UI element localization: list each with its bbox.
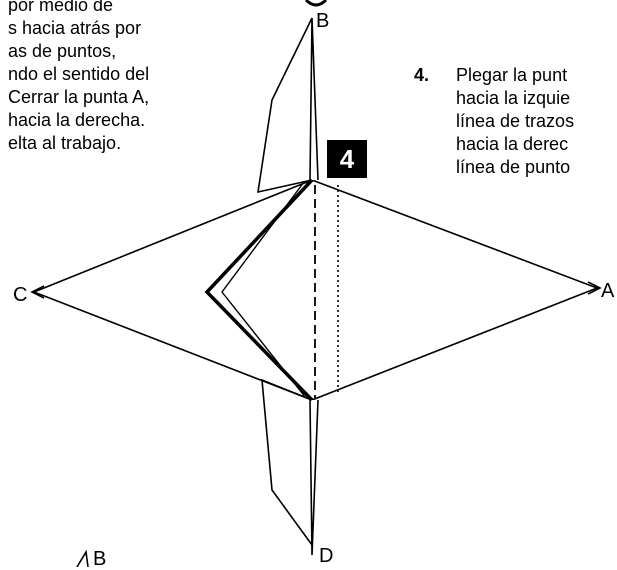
- text-line: por medio de: [8, 0, 114, 15]
- inner-fold-edge: [221, 181, 307, 399]
- step-number: 4.: [414, 65, 430, 85]
- next-step-mark: [76, 549, 89, 567]
- text-line: Plegar la punt: [456, 65, 568, 85]
- text-line: línea de punto: [456, 157, 571, 177]
- spike-bottom: [309, 399, 319, 556]
- instruction-text-left: por medio de s hacia atrás por as de pun…: [8, 0, 149, 155]
- spike-top: [309, 17, 319, 181]
- arrow-head-remnant: [304, 0, 328, 7]
- point-label-d: D: [319, 545, 334, 567]
- arrow-tip-c: [30, 285, 45, 299]
- text-line: hacia la izquie: [456, 88, 571, 108]
- point-label-a: A: [601, 280, 615, 302]
- point-label-c: C: [13, 284, 28, 306]
- back-flap-lower: [261, 378, 313, 546]
- text-line: hacia la derecha.: [8, 110, 146, 130]
- point-label-b: B: [316, 10, 330, 32]
- text-line: hacia la derec: [456, 134, 569, 154]
- instruction-text-right: Plegar la punt hacia la izquie línea de …: [456, 64, 574, 179]
- point-label-b-next-step: B: [93, 548, 107, 570]
- arrow-tip-a: [587, 281, 602, 295]
- step-badge: 4: [327, 140, 367, 178]
- back-flap-upper: [257, 17, 313, 194]
- text-line: Cerrar la punta A,: [8, 87, 150, 107]
- text-line: as de puntos,: [8, 41, 117, 61]
- text-line: ndo el sentido del: [8, 64, 150, 84]
- text-line: elta al trabajo.: [8, 133, 122, 153]
- text-line: s hacia atrás por: [8, 18, 142, 38]
- text-line: línea de trazos: [456, 111, 575, 131]
